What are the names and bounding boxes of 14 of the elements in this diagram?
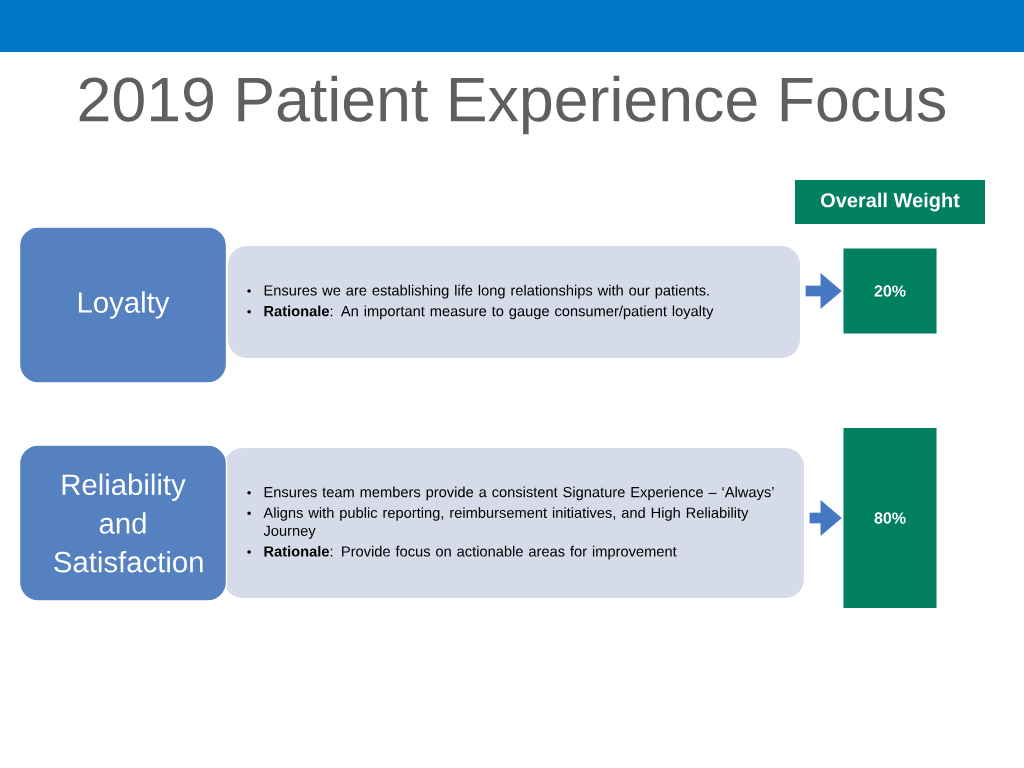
top-banner: [0, 0, 1024, 52]
bullet-item: Rationale: An important measure to gauge consumer/patient loyalty: [247, 305, 714, 320]
column-header: Overall Weight: [795, 180, 985, 224]
weight-box: 80%: [843, 428, 937, 608]
bullet-item: Rationale: Provide focus on actionable areas for improvement: [247, 545, 677, 560]
bullet-item: Aligns with public reporting, reimbursement initiatives, and High Reliability Journey: [247, 507, 749, 539]
category-box: Loyalty: [18, 226, 228, 384]
category-box: Reliability and Satisfaction: [18, 444, 228, 602]
bullet-item: Ensures we are establishing life long relationships with our patients.: [247, 284, 709, 299]
bullet-panel: [228, 246, 800, 358]
weight-box: 20%: [843, 248, 937, 334]
bullet-item: Ensures team members provide a consistent Signature Experience – ‘Always’: [247, 486, 774, 501]
slide-title: 2019 Patient Experience Focus: [79, 75, 946, 135]
bullet-panel: [224, 448, 804, 598]
